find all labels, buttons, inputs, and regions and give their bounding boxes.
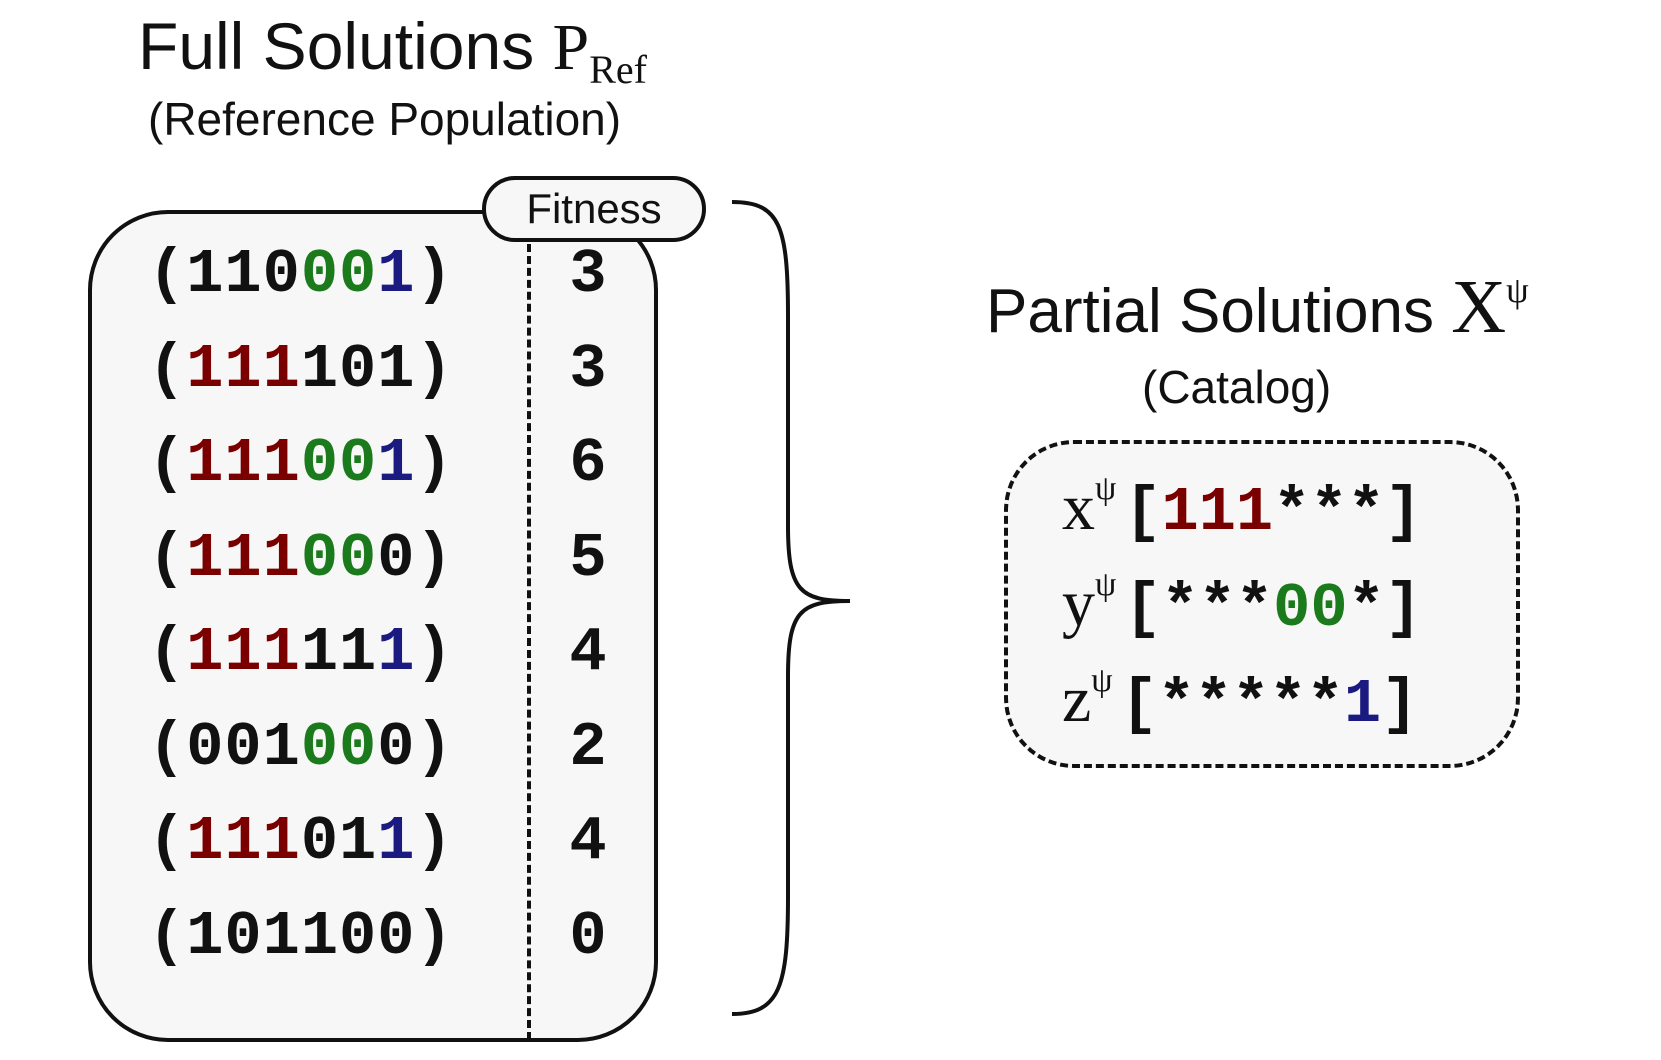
bit-segment: 111 — [186, 806, 301, 877]
bit-segment: 00 — [300, 428, 378, 499]
partial-solutions-subtitle: (Catalog) — [1142, 361, 1332, 413]
schema-pattern: [***00*] — [1124, 573, 1422, 644]
full-solutions-title: Full Solutions PRef — [138, 8, 647, 93]
schema-variable-superscript: ψ — [1095, 470, 1117, 507]
partial-solutions-title: Partial Solutions Xψ — [986, 264, 1529, 351]
schema-y: yψ[***00*] — [1062, 568, 1422, 640]
schema-variable-name: z — [1062, 663, 1092, 736]
catalog-symbol: X — [1451, 265, 1507, 349]
catalog-superscript: ψ — [1506, 270, 1529, 310]
bit-segment: 1 — [377, 428, 416, 499]
solution-bitstring: (110001) — [148, 244, 454, 306]
pattern-segment: [ — [1120, 669, 1158, 740]
schema-variable-name: x — [1062, 471, 1095, 544]
schema-z: zψ[*****1] — [1062, 664, 1418, 736]
bit-segment: ( — [148, 239, 187, 310]
bit-segment: 00 — [300, 522, 378, 594]
pattern-segment: ] — [1384, 477, 1422, 548]
bit-segment: 0 — [377, 522, 416, 594]
fitness-value: 5 — [569, 522, 607, 594]
bit-segment: 1 — [377, 617, 416, 688]
schema-variable-superscript: ψ — [1091, 662, 1113, 699]
fitness-value: 0 — [569, 900, 607, 972]
schema-pattern: [111***] — [1124, 477, 1422, 548]
bit-segment: ( — [148, 617, 187, 688]
bit-segment: 0 — [377, 711, 416, 783]
schema-variable: yψ — [1062, 567, 1116, 640]
pattern-segment: *** — [1161, 573, 1274, 644]
bit-segment: 11 — [300, 617, 378, 688]
bit-segment: 111 — [186, 522, 301, 594]
schema-pattern: [*****1] — [1121, 669, 1419, 740]
grouping-brace — [731, 200, 851, 1016]
pattern-segment: * — [1347, 573, 1385, 644]
full-solutions-title-text: Full Solutions — [138, 9, 553, 83]
solution-bitstring: (111001) — [148, 433, 454, 495]
fitness-value: 3 — [569, 333, 607, 405]
schema-variable: xψ — [1062, 471, 1116, 544]
bit-segment: 111 — [186, 617, 301, 688]
solution-bitstring: (111111) — [148, 622, 454, 684]
schema-variable: zψ — [1062, 663, 1113, 736]
pattern-segment: ] — [1384, 573, 1422, 644]
bit-segment: ) — [415, 711, 454, 783]
bit-segment: 00 — [300, 711, 378, 783]
reference-population-subscript: Ref — [589, 47, 648, 92]
reference-population-box — [88, 210, 658, 1042]
pattern-segment: [ — [1124, 573, 1162, 644]
fitness-value: 3 — [569, 239, 607, 310]
solution-bitstring: (101100) — [148, 905, 454, 968]
bit-segment: 101 — [300, 333, 416, 405]
bit-segment: ( — [148, 428, 187, 499]
fitness-column-divider — [527, 244, 531, 1040]
bit-segment: ( — [148, 333, 187, 405]
fitness-value: 6 — [569, 428, 607, 499]
pattern-segment: 00 — [1273, 573, 1348, 644]
pattern-segment: ***** — [1157, 669, 1344, 740]
catalog-box — [1004, 440, 1520, 768]
solution-bitstring: (111101) — [148, 338, 454, 401]
bit-segment: ) — [415, 428, 454, 499]
bit-segment: 111 — [186, 428, 301, 499]
solution-bitstring: (111000) — [148, 527, 454, 590]
pattern-segment: [ — [1124, 477, 1162, 548]
fitness-value: 4 — [569, 806, 607, 877]
bit-segment: 1 — [377, 239, 416, 310]
bit-segment: 110 — [186, 239, 301, 310]
pattern-segment: 111 — [1161, 477, 1274, 548]
pattern-segment: *** — [1273, 477, 1385, 548]
bit-segment: ) — [415, 239, 454, 310]
pattern-segment: ] — [1381, 669, 1419, 740]
bit-segment: ) — [415, 900, 454, 972]
bit-segment: 01 — [300, 806, 378, 877]
full-solutions-subtitle: (Reference Population) — [148, 93, 622, 145]
solution-bitstring: (001000) — [148, 716, 454, 779]
bit-segment: ( — [148, 711, 187, 783]
fitness-value: 2 — [569, 711, 607, 783]
solution-bitstring: (111011) — [148, 811, 454, 873]
fitness-header-label: Fitness — [482, 176, 706, 242]
bit-segment: 1 — [377, 806, 416, 877]
schema-x: xψ[111***] — [1062, 472, 1422, 544]
bit-segment: 111 — [186, 333, 301, 405]
bit-segment: ) — [415, 806, 454, 877]
schema-variable-superscript: ψ — [1095, 566, 1117, 603]
bit-segment: ) — [415, 522, 454, 594]
bit-segment: ( — [148, 806, 187, 877]
fitness-value: 4 — [569, 617, 607, 688]
bit-segment: 001 — [186, 711, 301, 783]
schema-variable-name: y — [1062, 567, 1095, 640]
bit-segment: ) — [415, 617, 454, 688]
partial-solutions-title-text: Partial Solutions — [986, 277, 1452, 346]
bit-segment: 101100 — [186, 900, 416, 972]
reference-population-symbol: P — [552, 11, 590, 84]
pattern-segment: 1 — [1343, 669, 1382, 740]
bit-segment: ) — [415, 333, 454, 405]
bit-segment: ( — [148, 522, 187, 594]
bit-segment: 00 — [300, 239, 378, 310]
bit-segment: ( — [148, 900, 187, 972]
